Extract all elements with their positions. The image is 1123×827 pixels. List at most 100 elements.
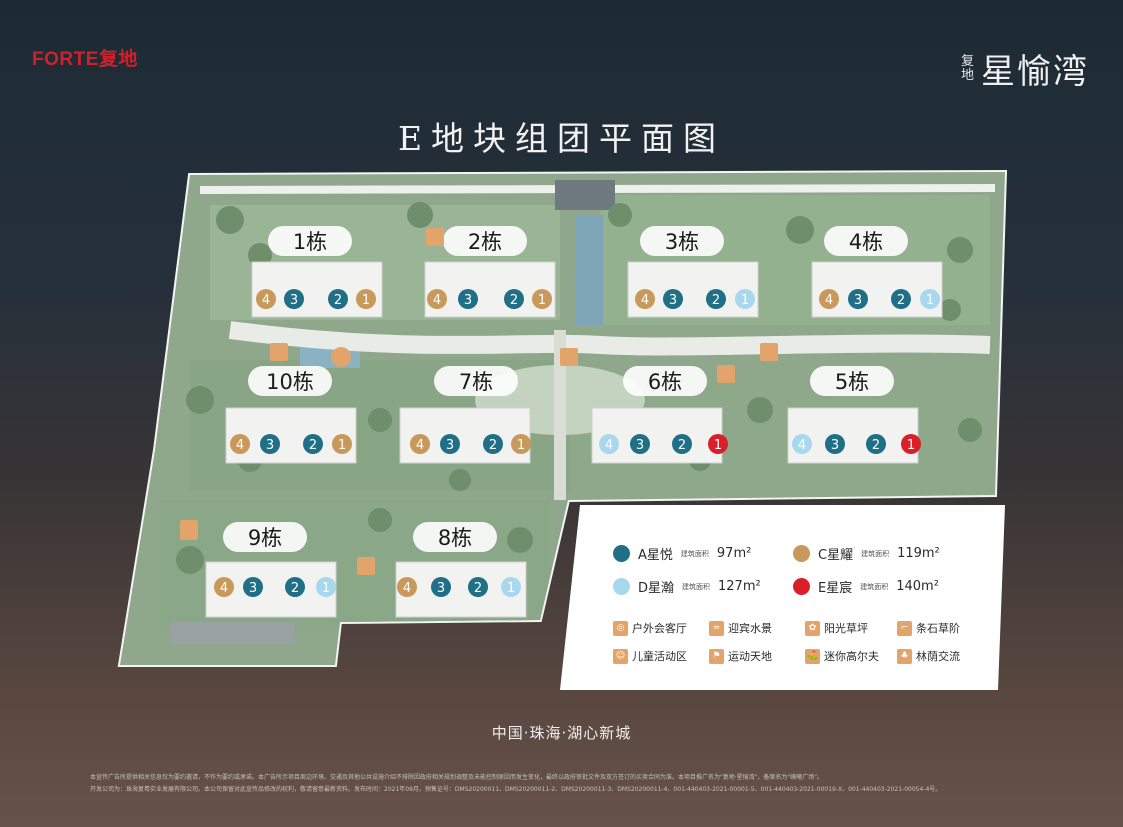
amenity-markers <box>180 228 778 575</box>
building-footprint <box>787 407 919 464</box>
unit-number: 4 <box>798 438 806 453</box>
unit-marker-d[interactable] <box>501 577 521 597</box>
unit-marker-a[interactable] <box>440 434 460 454</box>
unit-marker-a[interactable] <box>504 289 524 309</box>
unit-number: 4 <box>433 293 441 308</box>
unit-number: 2 <box>291 581 299 596</box>
project-logo: 复地 星愉湾 <box>961 44 1089 93</box>
unit-marker-c[interactable] <box>532 289 552 309</box>
building-name: 5栋 <box>835 370 869 394</box>
unit-marker-a[interactable] <box>303 434 323 454</box>
unit-c-area: 119m² <box>897 546 940 561</box>
unit-d-area: 127m² <box>718 579 761 594</box>
unit-marker-a[interactable] <box>328 289 348 309</box>
unit-marker-a[interactable] <box>458 289 478 309</box>
unit-d-dot-icon <box>613 578 630 595</box>
unit-marker-d[interactable] <box>316 577 336 597</box>
building-name: 9栋 <box>248 526 282 550</box>
unit-type-c: C星耀 建筑面积 119m² <box>793 544 973 563</box>
unit-marker-c[interactable] <box>511 434 531 454</box>
unit-marker-a[interactable] <box>630 434 650 454</box>
unit-marker-a[interactable] <box>825 434 845 454</box>
amenity-label: 条石草阶 <box>916 622 960 635</box>
building-name: 4栋 <box>849 230 883 254</box>
unit-marker-a[interactable] <box>848 289 868 309</box>
forte-logo: FORTE复地 <box>32 49 138 70</box>
unit-number: 2 <box>897 293 905 308</box>
unit-marker-c[interactable] <box>332 434 352 454</box>
unit-marker-a[interactable] <box>483 434 503 454</box>
unit-marker-c[interactable] <box>819 289 839 309</box>
building-footprint <box>424 261 556 318</box>
building-label-tag <box>223 522 307 552</box>
legend-panel <box>560 505 1005 690</box>
unit-marker-a[interactable] <box>866 434 886 454</box>
unit-marker-c[interactable] <box>230 434 250 454</box>
amenity-label: 迎宾水景 <box>728 622 772 635</box>
unit-marker-a[interactable] <box>431 577 451 597</box>
building-label-tag <box>268 226 352 256</box>
unit-marker-a[interactable] <box>672 434 692 454</box>
unit-type-legend: A星悦 建筑面积 97m² C星耀 建筑面积 119m² D星瀚 建筑面积 12… <box>613 544 973 596</box>
parking-strip <box>170 622 295 644</box>
unit-number: 3 <box>669 293 677 308</box>
stone-steps-legend-icon: ⌐ <box>897 620 912 636</box>
unit-e-area: 140m² <box>896 579 939 594</box>
unit-number: 3 <box>290 293 298 308</box>
unit-marker-c[interactable] <box>214 577 234 597</box>
unit-marker-d[interactable] <box>920 289 940 309</box>
unit-marker-a[interactable] <box>891 289 911 309</box>
unit-number: 3 <box>636 438 644 453</box>
unit-number: 4 <box>220 581 228 596</box>
building-label-tag <box>248 366 332 396</box>
unit-marker-a[interactable] <box>706 289 726 309</box>
unit-marker-c[interactable] <box>397 577 417 597</box>
fountain-icon <box>270 343 288 361</box>
unit-marker-d[interactable] <box>599 434 619 454</box>
unit-marker-a[interactable] <box>663 289 683 309</box>
unit-marker-c[interactable] <box>256 289 276 309</box>
unit-number: 4 <box>825 293 833 308</box>
building-name: 7栋 <box>459 370 493 394</box>
building-label-tag <box>413 522 497 552</box>
outdoor-lounge-legend-icon: ◎ <box>613 620 628 636</box>
unit-number: 1 <box>322 581 330 596</box>
unit-marker-a[interactable] <box>243 577 263 597</box>
unit-marker-a[interactable] <box>468 577 488 597</box>
unit-marker-a[interactable] <box>260 434 280 454</box>
unit-marker-a[interactable] <box>284 289 304 309</box>
unit-marker-c[interactable] <box>410 434 430 454</box>
unit-marker-c[interactable] <box>635 289 655 309</box>
building-label-tag <box>640 226 724 256</box>
mini-golf-legend-icon: ⛳ <box>805 648 820 664</box>
building-name: 8栋 <box>438 526 472 550</box>
building-name: 6栋 <box>648 370 682 394</box>
outdoor-lounge-icon <box>331 347 351 367</box>
unit-number: 4 <box>641 293 649 308</box>
unit-number: 1 <box>907 438 915 453</box>
unit-marker-c[interactable] <box>427 289 447 309</box>
unit-marker-d[interactable] <box>735 289 755 309</box>
unit-number: 2 <box>334 293 342 308</box>
unit-marker-e[interactable] <box>708 434 728 454</box>
amenity-mini-golf: ⛳迷你高尔夫 <box>805 648 897 664</box>
unit-marker-d[interactable] <box>792 434 812 454</box>
amenity-label: 运动天地 <box>728 650 772 663</box>
unit-number: 4 <box>236 438 244 453</box>
unit-marker-e[interactable] <box>901 434 921 454</box>
unit-marker-a[interactable] <box>285 577 305 597</box>
unit-number: 1 <box>507 581 515 596</box>
building-label-tag <box>824 226 908 256</box>
unit-marker-c[interactable] <box>356 289 376 309</box>
